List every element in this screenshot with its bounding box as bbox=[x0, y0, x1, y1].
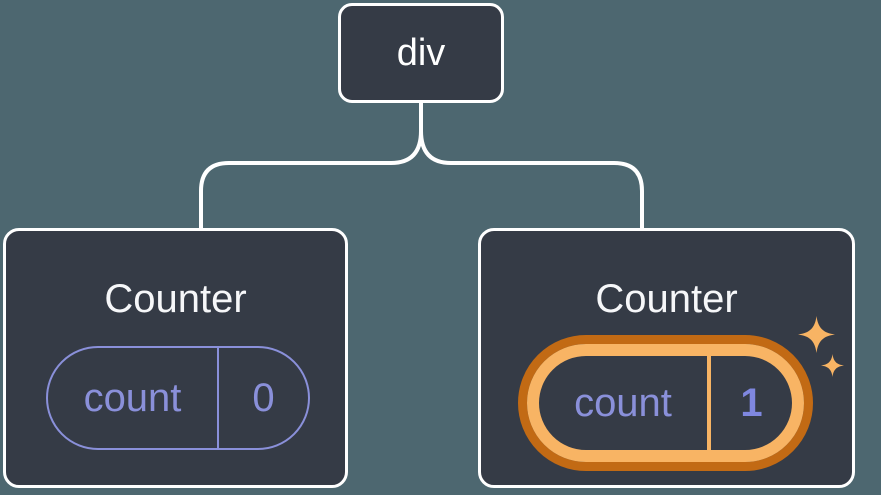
state-pill-name-segment: count bbox=[48, 348, 217, 448]
counter-card-left: Counter count 0 bbox=[3, 228, 348, 488]
root-node-div: div bbox=[338, 3, 504, 103]
state-value-label: 1 bbox=[740, 381, 763, 425]
state-pill-divider bbox=[217, 348, 219, 448]
state-pill-value-segment: 0 bbox=[219, 348, 308, 448]
state-pill-name-segment: count bbox=[539, 356, 707, 450]
state-pill-count-1-highlight-ring: count 1 bbox=[518, 335, 813, 471]
counter-title: Counter bbox=[595, 277, 738, 321]
connector-branch-left bbox=[199, 99, 423, 231]
counter-card-right: Counter count 1 bbox=[478, 228, 855, 488]
state-pill-value-segment: 1 bbox=[711, 356, 792, 450]
state-name-label: count bbox=[574, 381, 672, 425]
root-node-label: div bbox=[396, 32, 446, 74]
state-pill-count-1: count 1 bbox=[527, 344, 804, 462]
counter-title: Counter bbox=[104, 277, 247, 321]
connector-branch-right bbox=[419, 129, 644, 231]
state-pill-count-0: count 0 bbox=[46, 346, 310, 450]
state-pill-divider bbox=[707, 356, 711, 450]
sparkle-icon bbox=[798, 316, 835, 353]
state-name-label: count bbox=[83, 376, 182, 420]
state-value-label: 0 bbox=[252, 376, 275, 420]
sparkle-icon bbox=[821, 354, 844, 377]
